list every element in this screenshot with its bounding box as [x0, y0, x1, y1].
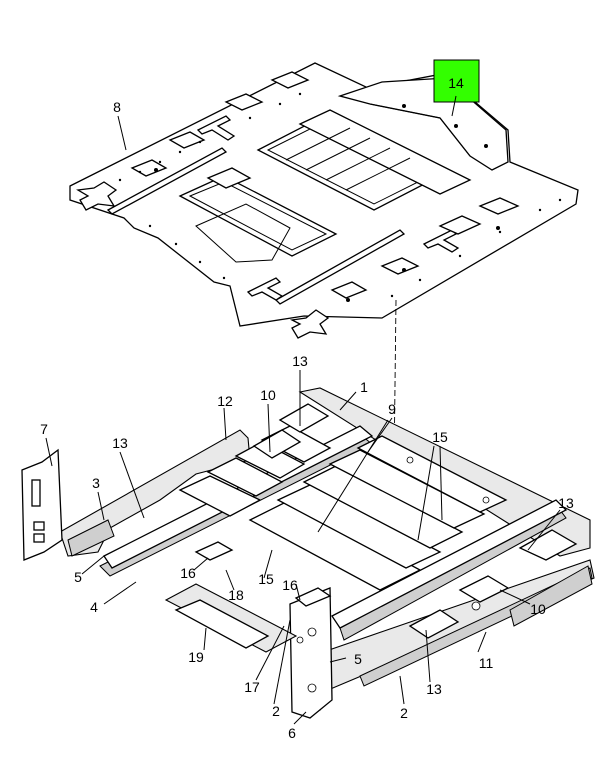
leader-lines: [45, 115, 561, 725]
callout-15-top: 15: [432, 429, 448, 445]
floor-panel-holes: [118, 92, 562, 302]
callout-13-bottom: 13: [426, 681, 442, 697]
callout-8: 8: [113, 99, 121, 115]
callout-14-highlight: [433, 59, 480, 103]
floor-panel-ribs: [178, 109, 472, 257]
callout-5-right: 5: [354, 651, 362, 667]
callout-11: 11: [479, 655, 494, 671]
callout-3: 3: [92, 475, 100, 491]
chassis-frame: [21, 387, 595, 719]
callout-9: 9: [388, 401, 396, 417]
callout-19: 19: [188, 649, 204, 665]
callout-14: 14: [448, 75, 464, 91]
callout-13-top: 13: [292, 353, 308, 369]
callout-16-right: 16: [282, 577, 298, 593]
callout-17: 17: [244, 679, 260, 695]
callout-13-right: 13: [558, 495, 574, 511]
floor-panel: [69, 62, 579, 339]
cross-members: [178, 425, 508, 591]
callout-2-right: 2: [400, 705, 408, 721]
callout-1: 1: [360, 379, 368, 395]
callouts: 14 8 13 1 12 10 9 7 15 13 3 13 5 16 15 1…: [40, 75, 574, 741]
callout-15-mid: 15: [258, 571, 274, 587]
callout-5-left: 5: [74, 569, 82, 585]
callout-7: 7: [40, 421, 48, 437]
callout-13-left: 13: [112, 435, 128, 451]
callout-4: 4: [90, 599, 98, 615]
callout-12: 12: [217, 393, 233, 409]
callout-2-left: 2: [272, 703, 280, 719]
callout-10-top: 10: [260, 387, 276, 403]
alignment-line: [393, 299, 397, 471]
callout-6: 6: [288, 725, 296, 741]
callout-10-right: 10: [530, 601, 546, 617]
callout-18: 18: [228, 587, 244, 603]
callout-16-left: 16: [180, 565, 196, 581]
